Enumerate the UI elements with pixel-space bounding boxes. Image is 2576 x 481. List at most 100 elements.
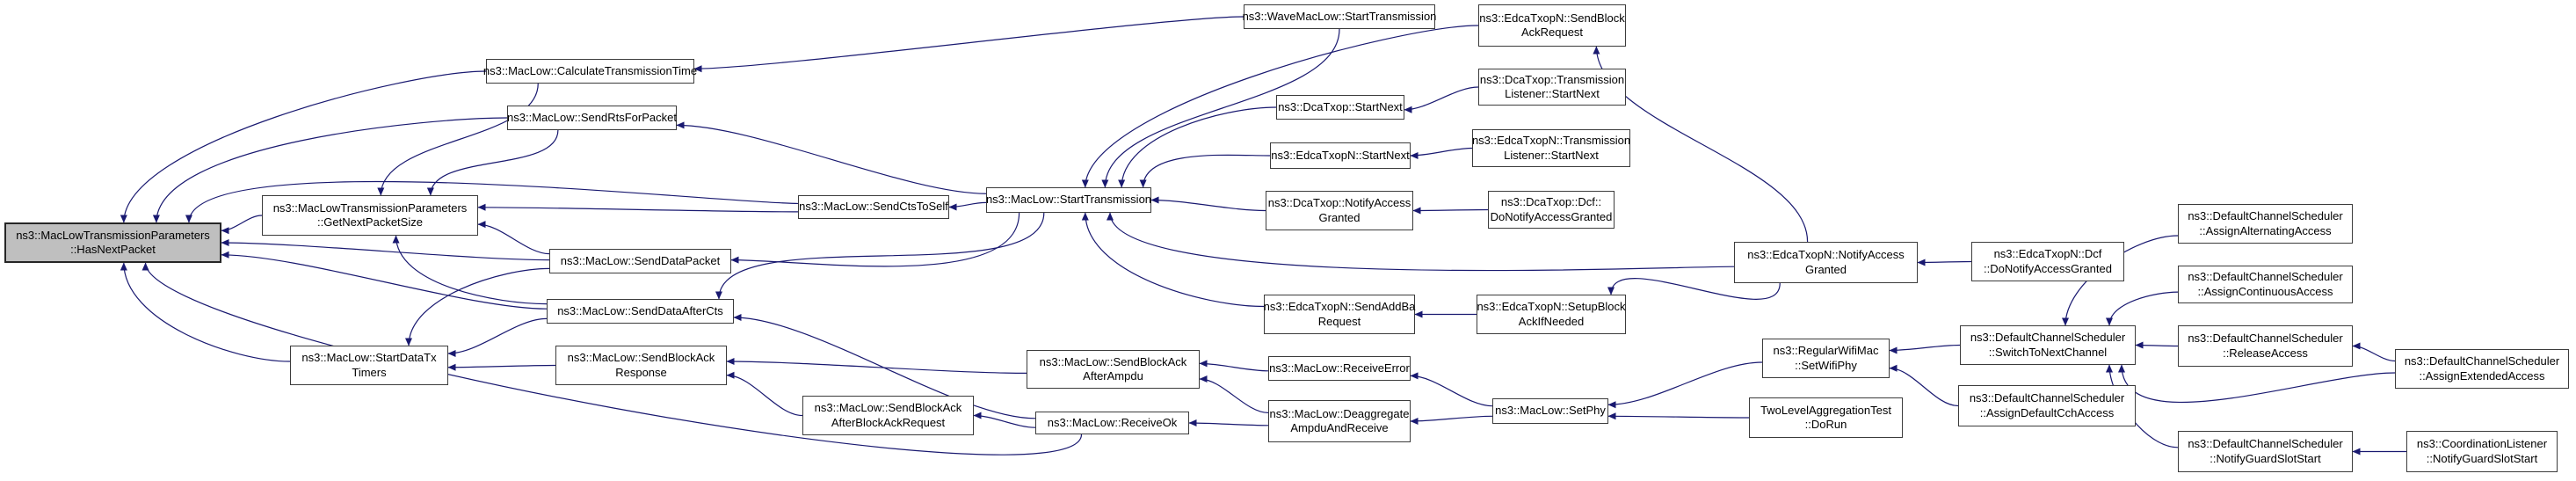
graph-node-assignDefCch[interactable]: ns3::DefaultChannelScheduler::AssignDefa… bbox=[1958, 385, 2136, 426]
graph-node-receiveOk[interactable]: ns3::MacLow::ReceiveOk bbox=[1035, 412, 1189, 434]
graph-node-label: ns3::EdcaTxopN::Dcf bbox=[1993, 247, 2102, 261]
graph-node-waveStart[interactable]: ns3::WaveMacLow::StartTransmission bbox=[1243, 4, 1436, 29]
graph-node-label: Timers bbox=[352, 365, 387, 379]
edge-dcaTransListener-to-dcaStartNext bbox=[1404, 86, 1479, 113]
edge-switchNext-to-setWifiPhy bbox=[1889, 344, 1961, 354]
graph-node-startTrans[interactable]: ns3::MacLow::StartTransmission bbox=[986, 187, 1151, 213]
graph-node-dcaStartNext[interactable]: ns3::DcaTxop::StartNext bbox=[1276, 95, 1404, 120]
edge-sendRts-to-getNPS bbox=[426, 129, 559, 196]
edge-edcaDcfDoNotify-to-edcaNotify bbox=[1917, 259, 1972, 266]
edge-receiveErr-to-sendBAAmpdu bbox=[1199, 360, 1269, 372]
edge-edcaNotify-to-startTrans bbox=[1107, 212, 1735, 272]
graph-node-coordNotify[interactable]: ns3::CoordinationListener::NotifyGuardSl… bbox=[2406, 431, 2558, 472]
graph-node-label: ns3::DefaultChannelScheduler bbox=[1970, 331, 2126, 345]
graph-node-label: ns3::EdcaTxopN::NotifyAccess bbox=[1747, 248, 1905, 262]
edge-sendDataCts-to-hp bbox=[221, 251, 548, 310]
graph-node-hp: ns3::MacLowTransmissionParameters::HasNe… bbox=[4, 222, 221, 263]
edge-sendCtsSelf-to-getNPS bbox=[477, 203, 799, 213]
graph-node-setPhy[interactable]: ns3::MacLow::SetPhy bbox=[1492, 398, 1608, 424]
graph-node-label: ns3::DcaTxop::StartNext bbox=[1278, 99, 1403, 113]
graph-node-label: ns3::MacLow::StartTransmission bbox=[985, 193, 1152, 207]
graph-node-label: ns3::DefaultChannelScheduler bbox=[2188, 270, 2343, 284]
edge-startTrans-to-sendDataPkt bbox=[730, 212, 1020, 267]
edge-sendDataPkt-to-startDataTx bbox=[405, 267, 550, 346]
graph-node-label: ns3::DcaTxop::NotifyAccess bbox=[1267, 196, 1411, 210]
edge-startTrans-to-sendCtsSelf bbox=[948, 201, 987, 211]
edge-sendBAAmpdu-to-sendBAResp bbox=[726, 358, 1027, 374]
graph-node-assignAlt[interactable]: ns3::DefaultChannelScheduler::AssignAlte… bbox=[2178, 204, 2353, 244]
graph-node-label: ns3::MacLow::SendRtsForPacket bbox=[507, 110, 677, 124]
graph-node-sendDataPkt[interactable]: ns3::MacLow::SendDataPacket bbox=[549, 249, 731, 273]
graph-node-label: ns3::MacLow::StartDataTx bbox=[301, 351, 437, 365]
graph-node-dcaDcfDoNotify[interactable]: ns3::DcaTxop::Dcf::DoNotifyAccessGranted bbox=[1488, 191, 1615, 229]
edge-edcaTransListener-to-edcaStartNext bbox=[1410, 147, 1473, 159]
graph-node-label: ns3::DefaultChannelScheduler bbox=[2188, 332, 2343, 346]
graph-node-label: ns3::MacLow::SendDataAfterCts bbox=[557, 303, 723, 317]
graph-node-label: ::SetWifiPhy bbox=[1795, 358, 1857, 372]
graph-node-assignCont[interactable]: ns3::DefaultChannelScheduler::AssignCont… bbox=[2178, 266, 2353, 303]
graph-node-label: ns3::MacLow::SendCtsToSelf bbox=[799, 200, 948, 214]
edge-assignExt-to-release bbox=[2352, 342, 2396, 362]
graph-node-label: AckRequest bbox=[1520, 26, 1584, 39]
graph-node-label: ns3::DefaultChannelScheduler bbox=[2188, 209, 2343, 223]
graph-node-sendCtsSelf[interactable]: ns3::MacLow::SendCtsToSelf bbox=[798, 195, 949, 219]
edge-doRun-to-setPhy bbox=[1607, 412, 1750, 420]
graph-node-label: ns3::RegularWifiMac bbox=[1773, 344, 1879, 358]
graph-node-sendRts[interactable]: ns3::MacLow::SendRtsForPacket bbox=[507, 106, 677, 130]
graph-node-label: TwoLevelAggregationTest bbox=[1760, 403, 1891, 417]
graph-node-label: ns3::EdcaTxopN::StartNext bbox=[1271, 148, 1410, 162]
graph-node-receiveErr[interactable]: ns3::MacLow::ReceiveError bbox=[1268, 356, 1411, 381]
graph-node-calcTT[interactable]: ns3::MacLow::CalculateTransmissionTime bbox=[483, 59, 697, 84]
graph-node-label: ns3::MacLow::SendDataPacket bbox=[560, 253, 721, 267]
graph-node-label: ns3::MacLow::Deaggregate bbox=[1269, 406, 1410, 420]
graph-node-label: ::DoNotifyAccessGranted bbox=[1984, 261, 2112, 275]
graph-node-label: AfterBlockAckRequest bbox=[831, 415, 946, 429]
graph-node-label: ns3::EdcaTxopN::Transmission bbox=[1471, 134, 1631, 148]
graph-node-edcaStartNext[interactable]: ns3::EdcaTxopN::StartNext bbox=[1270, 142, 1411, 169]
graph-node-label: ns3::DefaultChannelScheduler bbox=[2404, 354, 2560, 368]
graph-node-label: ::NotifyGuardSlotStart bbox=[2210, 451, 2321, 465]
edge-assignCont-to-switchNext bbox=[2106, 291, 2179, 326]
edge-sendAddBa-to-startTrans bbox=[1081, 212, 1265, 308]
edge-deagg-to-receiveOk bbox=[1188, 419, 1269, 427]
graph-node-label: ::AssignAlternatingAccess bbox=[2199, 223, 2332, 237]
graph-node-edcaDcfDoNotify[interactable]: ns3::EdcaTxopN::Dcf::DoNotifyAccessGrant… bbox=[1971, 242, 2124, 281]
graph-node-getNPS[interactable]: ns3::MacLowTransmissionParameters::GetNe… bbox=[262, 195, 478, 236]
graph-node-label: ::HasNextPacket bbox=[70, 243, 156, 256]
graph-node-assignExt[interactable]: ns3::DefaultChannelScheduler::AssignExte… bbox=[2395, 349, 2569, 389]
graph-node-label: ns3::DefaultChannelScheduler bbox=[1969, 391, 2125, 405]
graph-node-switchNext[interactable]: ns3::DefaultChannelScheduler::SwitchToNe… bbox=[1960, 325, 2136, 365]
graph-node-label: ::AssignContinuousAccess bbox=[2197, 284, 2333, 298]
edge-sendBAResp-to-startDataTx bbox=[447, 363, 556, 371]
graph-node-label: AfterAmpdu bbox=[1083, 369, 1143, 383]
graph-node-label: ::ReleaseAccess bbox=[2223, 346, 2308, 360]
graph-node-sendDataCts[interactable]: ns3::MacLow::SendDataAfterCts bbox=[547, 299, 734, 324]
graph-node-label: AckIfNeeded bbox=[1518, 314, 1585, 328]
graph-node-label: ns3::MacLow::SetPhy bbox=[1495, 404, 1606, 418]
edge-startDataTx-to-hp bbox=[120, 262, 291, 362]
graph-node-notifyGuard[interactable]: ns3::DefaultChannelScheduler::NotifyGuar… bbox=[2178, 431, 2353, 472]
edge-setPhy-to-deagg bbox=[1410, 415, 1493, 425]
graph-node-setWifiPhy[interactable]: ns3::RegularWifiMac::SetWifiPhy bbox=[1762, 339, 1890, 378]
edge-sendDataPkt-to-getNPS bbox=[477, 221, 550, 255]
graph-node-doRun[interactable]: TwoLevelAggregationTest::DoRun bbox=[1749, 397, 1903, 438]
edge-calcTT-to-getNPS bbox=[377, 83, 539, 196]
graph-node-label: ns3::DefaultChannelScheduler bbox=[2188, 437, 2343, 451]
graph-node-label: DoNotifyAccessGranted bbox=[1490, 209, 1613, 223]
graph-node-release[interactable]: ns3::DefaultChannelScheduler::ReleaseAcc… bbox=[2178, 325, 2353, 367]
graph-node-label: ns3::EdcaTxopN::SetupBlock bbox=[1477, 300, 1626, 314]
graph-node-label: ::GetNextPacketSize bbox=[317, 215, 423, 229]
edge-setWifiPhy-to-setPhy bbox=[1607, 361, 1763, 409]
